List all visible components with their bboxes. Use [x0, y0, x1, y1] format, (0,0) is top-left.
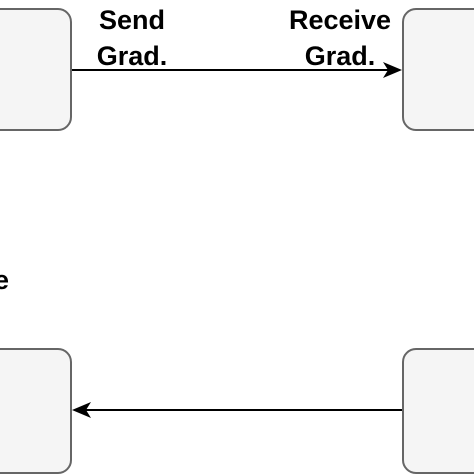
partial-left-label: e — [0, 262, 9, 298]
send-grad-label: Send Grad. — [82, 2, 182, 74]
node-top-left — [0, 8, 72, 131]
receive-grad-line-1: Receive — [288, 5, 392, 35]
arrowhead-right-icon — [383, 62, 402, 78]
send-grad-line-1: Send — [98, 5, 165, 35]
partial-left-text: e — [0, 265, 10, 295]
node-bottom-right — [402, 348, 474, 474]
edge-return — [72, 402, 402, 418]
receive-grad-line-2: Grad. — [304, 41, 376, 71]
receive-grad-label: Receive Grad. — [274, 2, 406, 74]
edge-send-receive — [72, 62, 402, 78]
node-top-right — [402, 8, 474, 131]
send-grad-line-2: Grad. — [96, 41, 168, 71]
arrowhead-left-icon — [72, 402, 91, 418]
node-bottom-left — [0, 348, 72, 474]
